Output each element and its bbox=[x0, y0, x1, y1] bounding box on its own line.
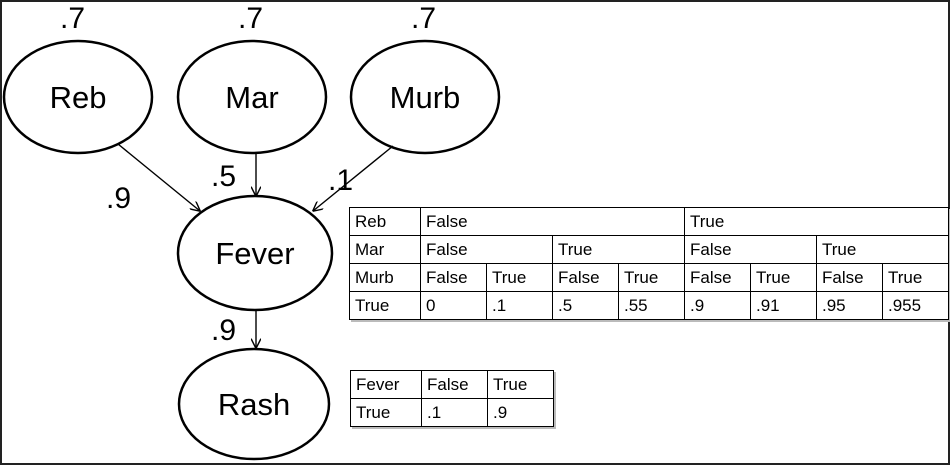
edge-weight-reb-fever: .9 bbox=[106, 182, 131, 215]
edge-murb-fever bbox=[313, 145, 394, 211]
cpt-value: .55 bbox=[618, 291, 685, 320]
node-fever: Fever bbox=[176, 194, 334, 312]
cpt-row-murb: Murb False True False True False True Fa… bbox=[349, 263, 949, 292]
cpt-value: .9 bbox=[487, 398, 554, 427]
cpt-cell: True bbox=[750, 263, 817, 292]
cpt-cell: False bbox=[420, 263, 487, 292]
cpt-value: .5 bbox=[552, 291, 619, 320]
cpt-cell: True bbox=[487, 370, 554, 399]
fever-cpt-table: Reb False True Mar False True False True… bbox=[349, 207, 949, 320]
edge-weight-fever-rash: .9 bbox=[211, 314, 236, 347]
cpt-cell: False bbox=[420, 207, 685, 236]
cpt-cell: False bbox=[684, 263, 751, 292]
murb-ellipse bbox=[349, 39, 501, 155]
cpt-row-reb: Reb False True bbox=[349, 207, 949, 236]
rash-cpt-table: Fever False True True .1 .9 bbox=[350, 370, 554, 427]
murb-label: Murb bbox=[390, 80, 461, 115]
edge-weight-mar-fever: .5 bbox=[211, 160, 236, 193]
cpt-value: .95 bbox=[816, 291, 883, 320]
cpt-row-result: True .1 .9 bbox=[350, 398, 554, 427]
cpt-cell: False bbox=[684, 235, 817, 264]
cpt-rowhead-true: True bbox=[349, 291, 421, 320]
cpt-row-fever: Fever False True bbox=[350, 370, 554, 399]
reb-ellipse bbox=[2, 39, 154, 155]
node-reb: Reb bbox=[2, 39, 154, 155]
cpt-cell: True bbox=[552, 235, 685, 264]
rash-label: Rash bbox=[218, 387, 290, 422]
node-rash: Rash bbox=[177, 347, 331, 461]
cpt-rowhead-fever: Fever bbox=[350, 370, 422, 399]
node-mar: Mar bbox=[176, 39, 328, 155]
cpt-rowhead-murb: Murb bbox=[349, 263, 421, 292]
cpt-row-mar: Mar False True False True bbox=[349, 235, 949, 264]
reb-label: Reb bbox=[50, 80, 107, 115]
mar-ellipse bbox=[176, 39, 328, 155]
cpt-cell: False bbox=[552, 263, 619, 292]
cpt-cell: True bbox=[882, 263, 949, 292]
cpt-rowhead-mar: Mar bbox=[349, 235, 421, 264]
cpt-row-result: True 0 .1 .5 .55 .9 .91 .95 .955 bbox=[349, 291, 949, 320]
cpt-cell: False bbox=[420, 235, 553, 264]
fever-ellipse bbox=[176, 194, 334, 312]
node-murb: Murb bbox=[349, 39, 501, 155]
cpt-cell: True bbox=[618, 263, 685, 292]
cpt-cell: True bbox=[684, 207, 949, 236]
cpt-cell: False bbox=[421, 370, 488, 399]
cpt-value: .91 bbox=[750, 291, 817, 320]
reb-prior: .7 bbox=[60, 2, 85, 35]
fever-label: Fever bbox=[215, 236, 294, 271]
cpt-value: .1 bbox=[486, 291, 553, 320]
cpt-cell: True bbox=[486, 263, 553, 292]
cpt-value: .9 bbox=[684, 291, 751, 320]
cpt-value: .1 bbox=[421, 398, 488, 427]
cpt-value: .955 bbox=[882, 291, 949, 320]
mar-label: Mar bbox=[225, 80, 278, 115]
mar-prior: .7 bbox=[238, 2, 263, 35]
cpt-cell: True bbox=[816, 235, 949, 264]
edge-reb-fever bbox=[117, 143, 200, 211]
cpt-rowhead-true: True bbox=[350, 398, 422, 427]
rash-ellipse bbox=[177, 347, 331, 461]
cpt-cell: False bbox=[816, 263, 883, 292]
cpt-value: 0 bbox=[420, 291, 487, 320]
cpt-rowhead-reb: Reb bbox=[349, 207, 421, 236]
edge-weight-murb-fever: .1 bbox=[328, 164, 353, 197]
murb-prior: .7 bbox=[411, 2, 436, 35]
